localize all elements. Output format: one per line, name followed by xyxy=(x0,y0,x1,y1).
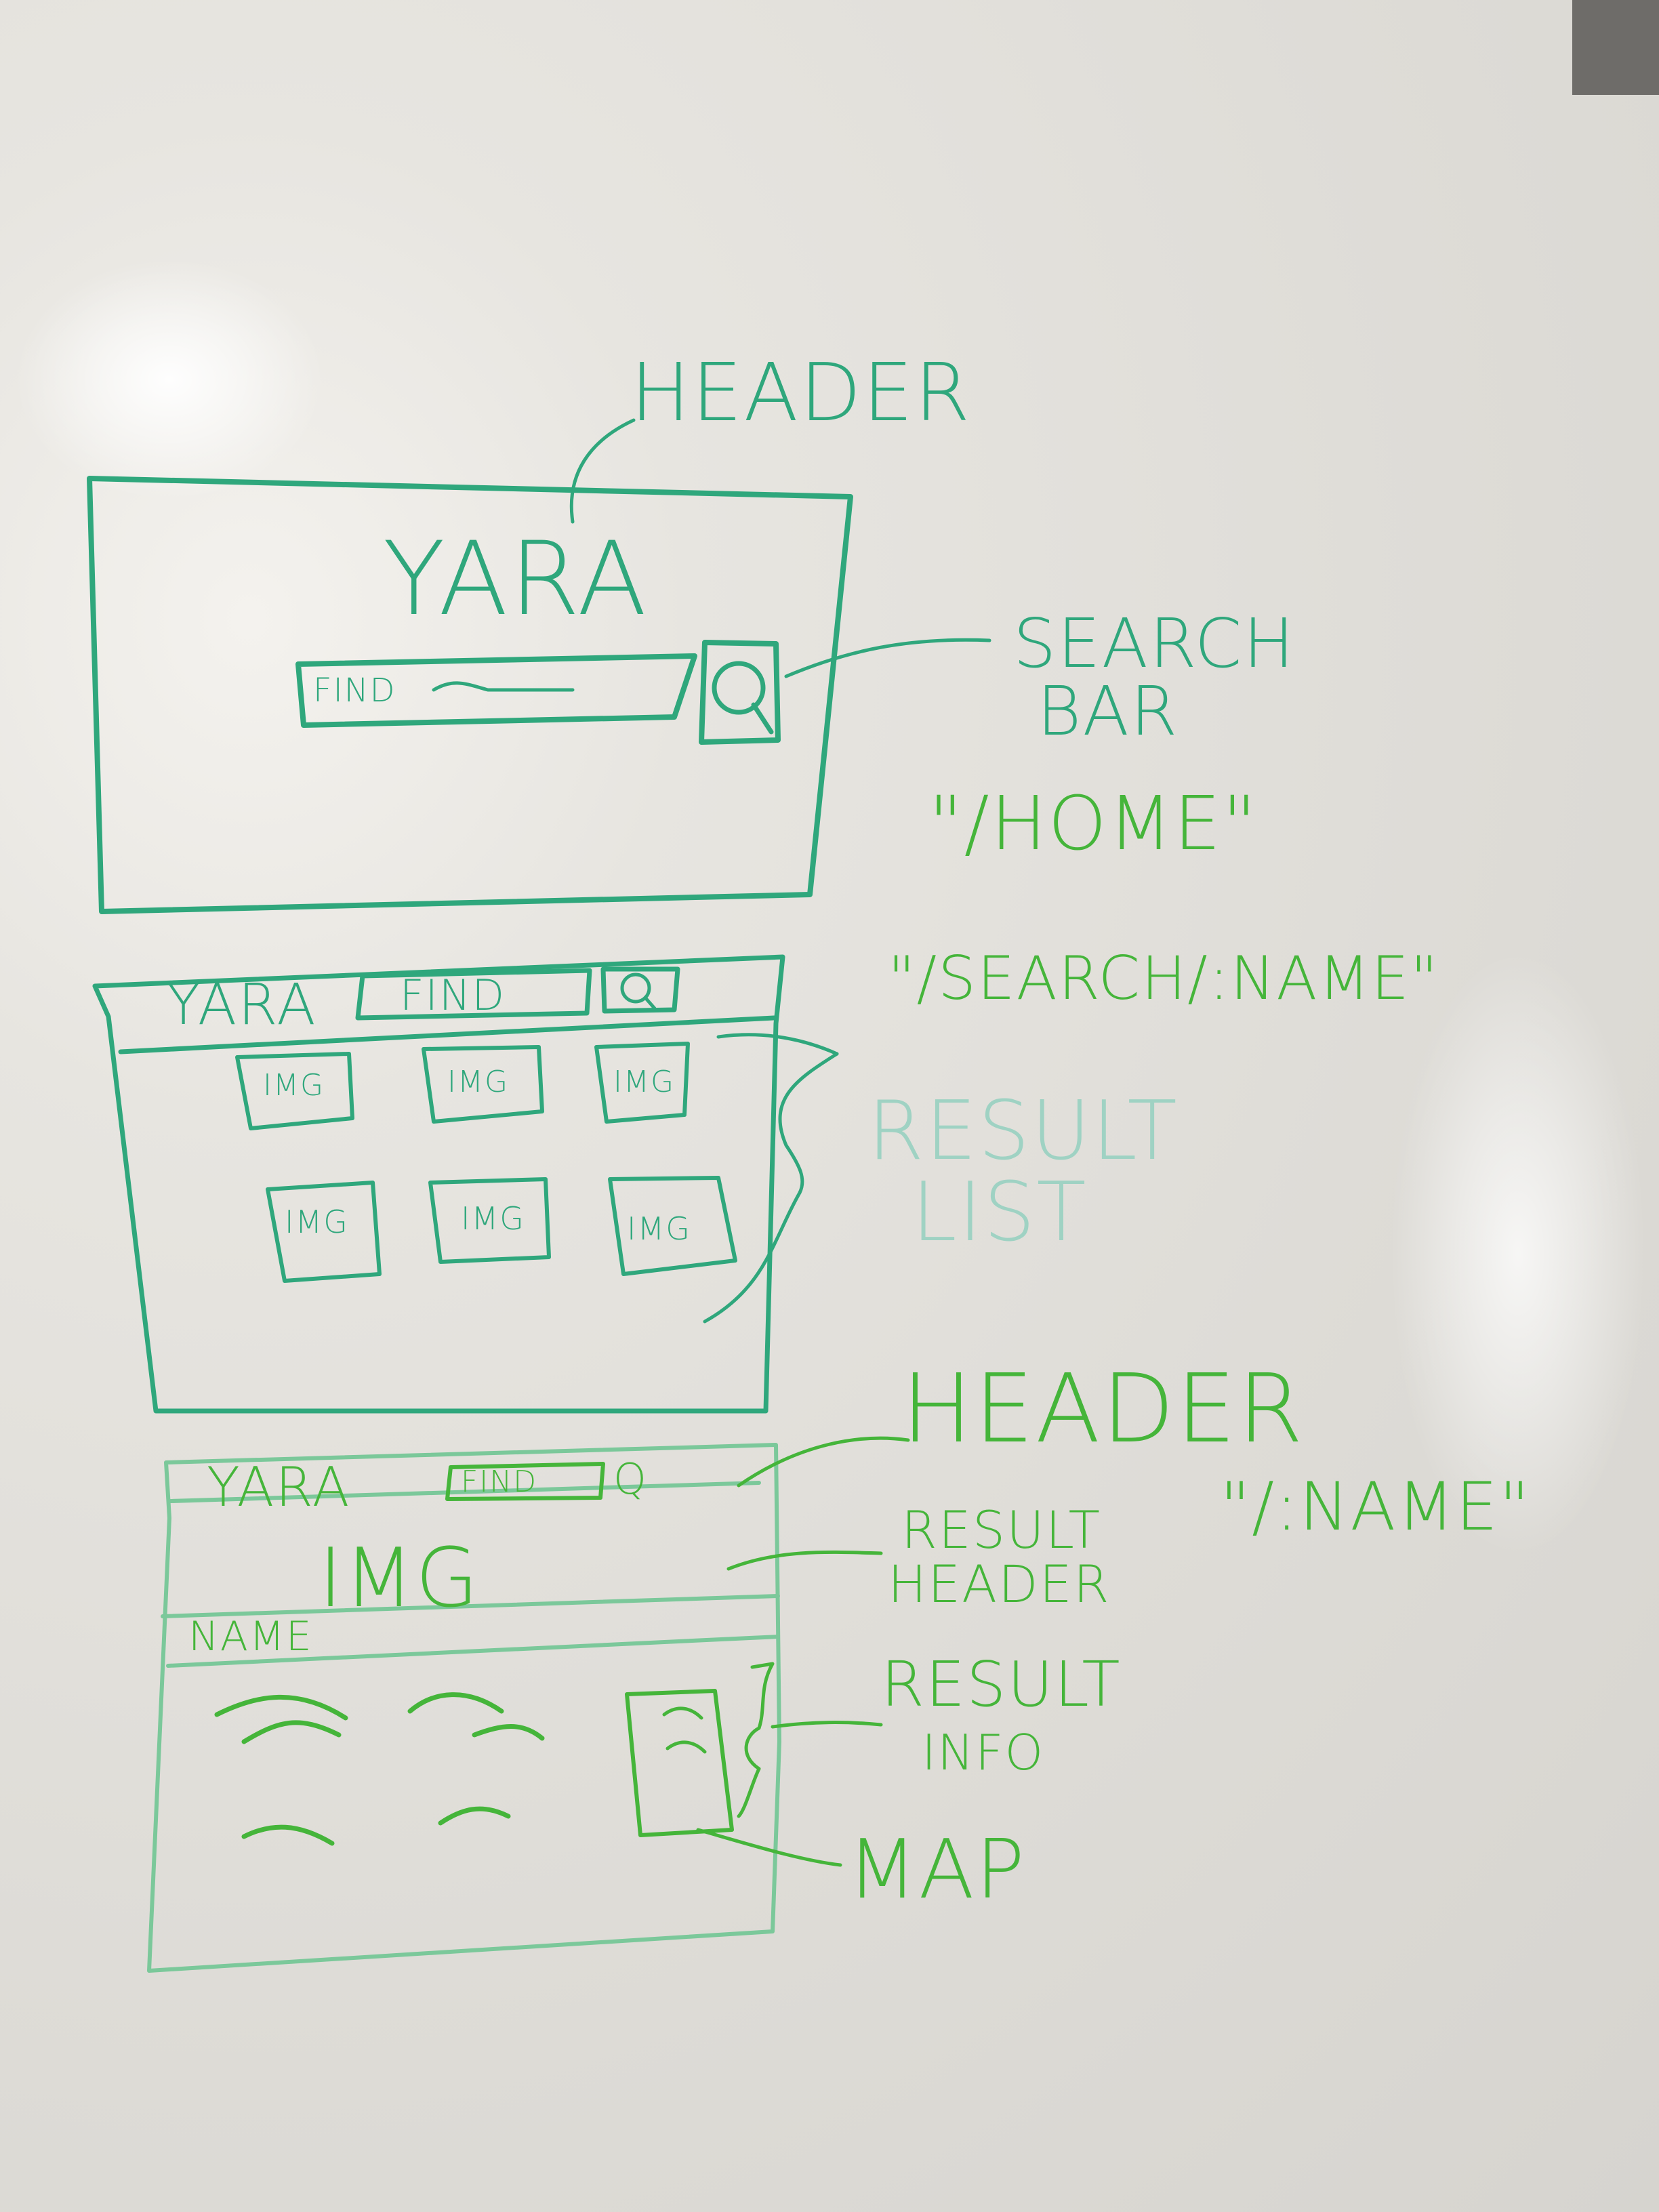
map-label: MAP xyxy=(847,1823,1026,1917)
search-wireframe xyxy=(92,954,839,1414)
detail-logo: YARA xyxy=(207,1456,351,1519)
result-item-label: IMG xyxy=(447,1065,510,1099)
home-find-label: FIND xyxy=(313,672,396,710)
result-header-label: RESULT xyxy=(901,1500,1101,1560)
detail-route: "/:NAME" xyxy=(1220,1469,1532,1546)
detail-header-find-box xyxy=(214,1436,910,1867)
result-item-label: IMG xyxy=(627,1210,691,1247)
board-frame-corner xyxy=(1572,0,1659,95)
board-glare xyxy=(1389,949,1647,1559)
result-info-label: RESULT xyxy=(881,1648,1122,1721)
home-wireframe xyxy=(87,418,991,914)
search-logo: YARA xyxy=(166,971,317,1038)
result-header-label-2: HEADER xyxy=(888,1554,1111,1614)
result-info-label-2: INFO xyxy=(922,1724,1045,1781)
detail-header-label: HEADER xyxy=(901,1354,1305,1465)
result-header-image-label: IMG xyxy=(319,1532,480,1626)
search-icon xyxy=(712,661,774,735)
result-list-label: RESULT xyxy=(867,1084,1179,1179)
detail-wireframe xyxy=(147,1443,781,1973)
result-item-label: IMG xyxy=(285,1204,349,1240)
result-item-label: IMG xyxy=(461,1200,525,1237)
search-bar-label-2: BAR xyxy=(1037,672,1179,751)
board-glare xyxy=(14,258,325,501)
header-label: HEADER xyxy=(630,346,972,439)
home-route: "/HOME" xyxy=(928,780,1258,867)
search-route: "/SEARCH/:NAME" xyxy=(888,943,1439,1013)
search-find-label: FIND xyxy=(400,970,506,1020)
result-list-label-2: LIST xyxy=(912,1166,1088,1260)
name-label: NAME xyxy=(188,1613,313,1660)
result-item-label: IMG xyxy=(263,1068,325,1103)
detail-find-label: FIND xyxy=(461,1465,538,1499)
search-bar-label: SEARCH xyxy=(1013,604,1296,683)
home-logo: YARA xyxy=(383,520,649,638)
result-item-label: IMG xyxy=(613,1065,676,1099)
search-icon: Q xyxy=(613,1454,648,1504)
